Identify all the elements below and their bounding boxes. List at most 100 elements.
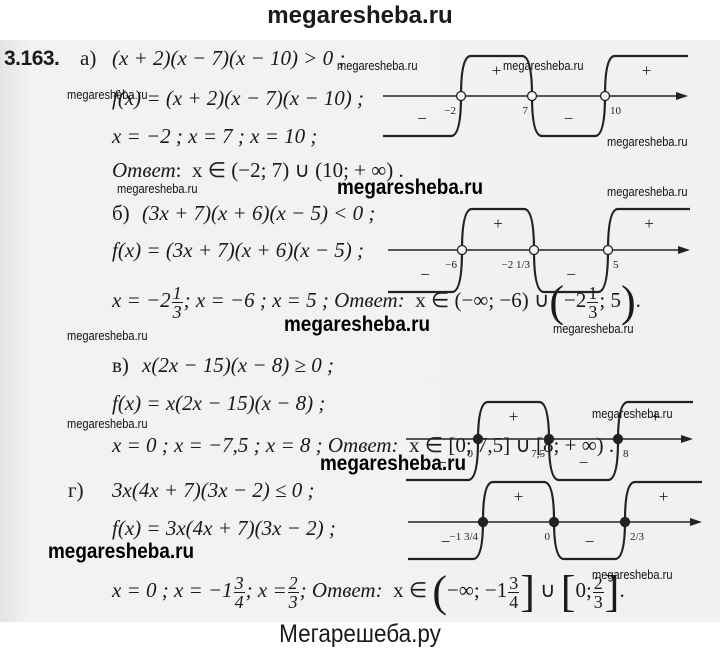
watermark: megaresheba.ru: [607, 134, 688, 149]
closed-point: [619, 516, 631, 528]
part-d-inequality: 3x(4x + 7)(3x − 2) ≤ 0 ;: [112, 478, 315, 502]
minus-sign: −: [566, 265, 576, 284]
watermark: megaresheba.ru: [503, 58, 584, 73]
part-a-function: f(x) = (x + 2)(x − 7)(x − 10) ;: [112, 86, 364, 110]
root-label: −1 3/4: [449, 531, 478, 543]
root-label: −2 1/3: [501, 259, 530, 271]
watermark: megaresheba.ru: [592, 567, 673, 582]
minus-sign: −: [579, 453, 589, 472]
minus-sign: −: [437, 453, 447, 472]
watermark-bold: megaresheba.ru: [284, 313, 431, 336]
bracket: ]: [604, 567, 620, 616]
part-a-answer: Ответ: x ∈ (−2; 7) ∪ (10; + ∞) .: [112, 158, 404, 182]
part-b-function: f(x) = (3x + 7)(x + 6)(x − 5) ;: [112, 238, 364, 262]
closed-point: [543, 433, 555, 445]
closed-point: [477, 516, 489, 528]
watermark: megaresheba.ru: [67, 328, 148, 343]
answer-part: −∞; −1: [447, 577, 508, 602]
axis-arrow: [676, 92, 688, 100]
part-c-label: в): [112, 353, 129, 377]
part-d-label: г): [68, 478, 84, 502]
root-text: ; x =: [245, 577, 287, 602]
axis-arrow: [681, 435, 693, 443]
answer-part: x ∈: [393, 577, 428, 602]
answer-label: Ответ: [311, 577, 376, 602]
closed-point: [548, 516, 560, 528]
root-label: −6: [445, 259, 457, 271]
watermark: megaresheba.ru: [67, 87, 148, 102]
watermark: megaresheba.ru: [553, 321, 634, 336]
numerator: 2: [592, 572, 604, 593]
root-text: x = 0 ; x = −1: [112, 577, 233, 602]
plus-sign: +: [514, 487, 524, 506]
part-b-label: б): [112, 201, 130, 225]
closed-point: [472, 433, 484, 445]
open-point: [526, 90, 538, 102]
denominator: 3: [588, 301, 598, 322]
plus-sign: +: [642, 61, 652, 80]
closed-point: [612, 433, 624, 445]
root-text: ; x = −6 ; x = 5 ;: [183, 287, 329, 312]
minus-sign: −: [417, 109, 427, 128]
answer-label: Ответ: [112, 158, 176, 182]
part-a-inequality: (x + 2)(x − 7)(x − 10) > 0 ;: [112, 46, 346, 70]
textbook-page: [0, 40, 720, 622]
answer-part: .: [635, 287, 641, 312]
problem-number: 3.163.: [4, 47, 60, 70]
minus-sign: −: [564, 109, 574, 128]
axis-arrow: [678, 246, 690, 254]
minus-sign: −: [441, 532, 451, 551]
minus-sign: −: [420, 265, 430, 284]
root-label: 7,5: [531, 448, 545, 460]
numerator: 1: [171, 282, 183, 303]
site-footer: Мегарешеба.ру: [279, 620, 441, 648]
watermark: megaresheba.ru: [67, 416, 148, 431]
answer-value: x ∈ (−2; 7) ∪ (10; + ∞) .: [192, 158, 404, 182]
part-a-roots: x = −2 ; x = 7 ; x = 10 ;: [112, 124, 318, 148]
root-label: 8: [623, 448, 629, 460]
open-point: [599, 90, 611, 102]
axis-arrow: [690, 518, 702, 526]
part-a-label: а): [80, 46, 97, 70]
answer-label: Ответ: [334, 287, 398, 312]
answer-label: Ответ: [327, 433, 392, 457]
denominator: 3: [288, 591, 298, 612]
watermark-bold: megaresheba.ru: [337, 176, 484, 199]
root-label: 7: [523, 105, 529, 117]
plus-sign: +: [644, 214, 654, 233]
watermark: megaresheba.ru: [117, 181, 198, 196]
bracket: (: [432, 567, 448, 616]
watermark-bold: megaresheba.ru: [48, 540, 195, 563]
denominator: 3: [172, 301, 182, 322]
denominator: 3: [593, 591, 603, 612]
plus-sign: +: [492, 61, 502, 80]
root-text: x = 0 ; x = −7,5 ; x = 8 ;: [112, 433, 323, 457]
bracket: [: [560, 567, 576, 616]
numerator: 3: [508, 572, 520, 593]
open-point: [528, 244, 540, 256]
minus-sign: −: [585, 532, 595, 551]
root-label: 2/3: [630, 531, 645, 543]
part-c-roots: x = 0 ; x = −7,5 ; x = 8 ; Ответ: x ∈ [0…: [112, 433, 615, 457]
answer-part: ∪: [540, 577, 556, 602]
plus-sign: +: [493, 214, 503, 233]
part-c-function: f(x) = x(2x − 15)(x − 8) ;: [112, 391, 326, 415]
part-c-inequality: x(2x − 15)(x − 8) ≥ 0 ;: [142, 353, 335, 377]
part-b-inequality: (3x + 7)(x + 6)(x − 5) < 0 ;: [142, 201, 376, 225]
answer-part: −2: [564, 287, 587, 312]
site-header: megaresheba.ru: [267, 2, 453, 29]
root-label: −2: [444, 105, 456, 117]
plus-sign: +: [509, 407, 519, 426]
plus-sign: +: [659, 487, 669, 506]
root-text: ;: [299, 577, 307, 602]
open-point: [455, 90, 467, 102]
root-text: x = −2: [112, 287, 171, 312]
denominator: 4: [509, 591, 519, 612]
